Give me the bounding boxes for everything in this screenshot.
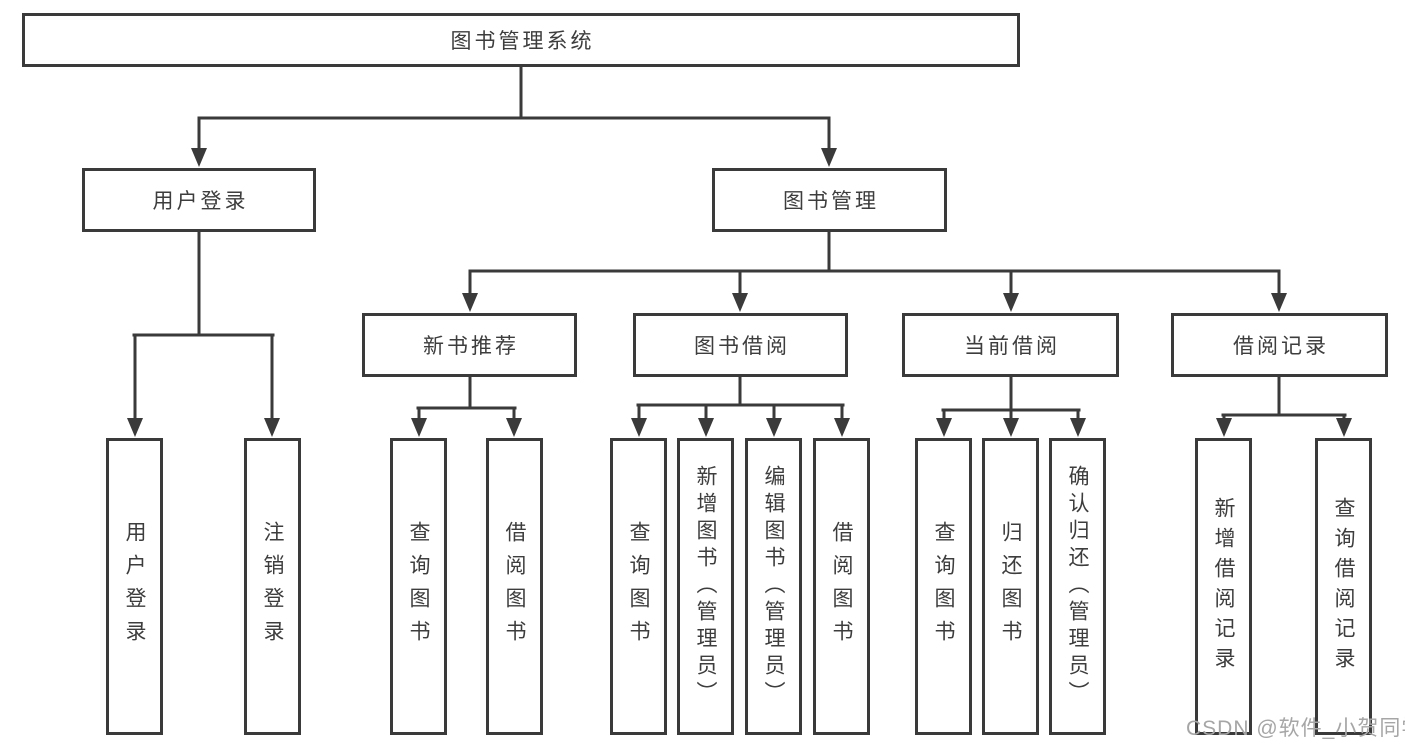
arrowhead-down (1003, 418, 1019, 437)
node-label: 借阅图书 (503, 520, 526, 653)
leaf-add-books-admin: 新增图书（管理员） (677, 438, 734, 735)
node-borrowing-records: 借阅记录 (1171, 313, 1388, 377)
node-label: 借阅图书 (830, 520, 853, 653)
node-label: 新增图书（管理员） (694, 465, 717, 708)
node-label: 用户登录 (123, 520, 146, 653)
node-label: 查询借阅记录 (1332, 496, 1355, 677)
leaf-borrow-books-borrowing: 借阅图书 (813, 438, 870, 735)
connector-root-to-level2 (191, 65, 837, 167)
leaf-user-login: 用户登录 (106, 438, 163, 735)
csdn-watermark: CSDN @软件_小贺同学 (1186, 717, 1405, 740)
node-label: 图书管理系统 (450, 30, 595, 53)
node-book-management: 图书管理 (712, 168, 947, 232)
node-label: 查询图书 (407, 520, 430, 653)
node-root-system: 图书管理系统 (22, 13, 1020, 67)
node-label: 编辑图书（管理员） (762, 465, 785, 708)
leaf-query-books-current: 查询图书 (915, 438, 972, 735)
connector-book-borrowing-branch (631, 375, 850, 437)
arrowhead-down (1216, 418, 1232, 437)
node-label: 归还图书 (999, 520, 1022, 653)
connector-current-borrowing-branch (936, 375, 1086, 437)
node-label: 借阅记录 (1233, 335, 1329, 358)
node-new-book-recommend: 新书推荐 (362, 313, 577, 377)
arrowhead-down (1336, 418, 1352, 437)
connector-new-book-recommend-branch (411, 375, 522, 437)
leaf-query-books-borrowing: 查询图书 (610, 438, 667, 735)
arrowhead-down (1070, 418, 1086, 437)
node-user-login: 用户登录 (82, 168, 316, 232)
node-current-borrowing: 当前借阅 (902, 313, 1119, 377)
arrowhead-down (766, 418, 782, 437)
arrowhead-down (127, 418, 143, 437)
leaf-edit-books-admin: 编辑图书（管理员） (745, 438, 802, 735)
node-label: 注销登录 (261, 520, 284, 653)
leaf-borrow-books-recommend: 借阅图书 (486, 438, 543, 735)
arrowhead-down (698, 418, 714, 437)
leaf-query-borrow-record: 查询借阅记录 (1315, 438, 1372, 735)
node-label: 新增借阅记录 (1212, 496, 1235, 677)
arrowhead-down (506, 418, 522, 437)
node-label: 确认归还（管理员） (1066, 465, 1089, 708)
node-label: 当前借阅 (964, 335, 1060, 358)
leaf-return-books: 归还图书 (982, 438, 1039, 735)
leaf-add-borrow-record: 新增借阅记录 (1195, 438, 1252, 735)
leaf-logout: 注销登录 (244, 438, 301, 735)
connector-user-login-branch (127, 230, 280, 437)
node-label: 图书借阅 (694, 335, 790, 358)
arrowhead-down (191, 148, 207, 167)
leaf-query-books-recommend: 查询图书 (390, 438, 447, 735)
arrowhead-down (821, 148, 837, 167)
connector-borrowing-records-branch (1216, 375, 1352, 437)
arrowhead-down (1271, 293, 1287, 312)
arrowhead-down (264, 418, 280, 437)
node-label: 用户登录 (152, 190, 249, 213)
node-book-borrowing: 图书借阅 (633, 313, 848, 377)
arrowhead-down (411, 418, 427, 437)
arrowhead-down (936, 418, 952, 437)
arrowhead-down (834, 418, 850, 437)
node-label: 新书推荐 (423, 335, 519, 358)
arrowhead-down (732, 293, 748, 312)
node-label: 图书管理 (783, 190, 879, 213)
arrowhead-down (462, 293, 478, 312)
connector-book-management-to-level3 (462, 230, 1287, 312)
node-label: 查询图书 (932, 520, 955, 653)
arrowhead-down (631, 418, 647, 437)
node-label: 查询图书 (627, 520, 650, 653)
arrowhead-down (1003, 293, 1019, 312)
leaf-confirm-return-admin: 确认归还（管理员） (1049, 438, 1106, 735)
